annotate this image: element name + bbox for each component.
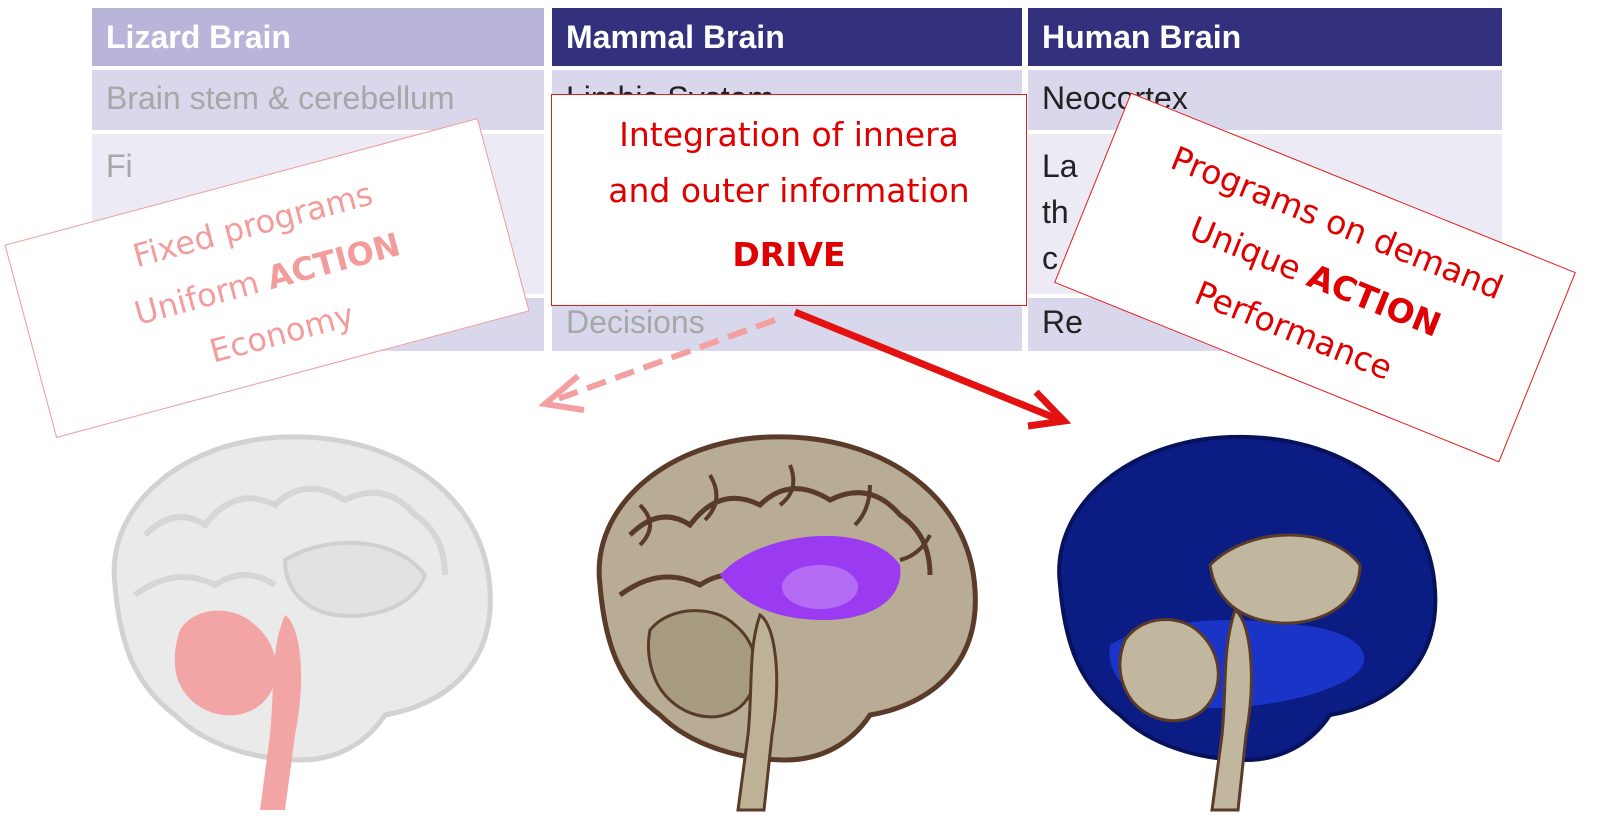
solid-arrow (793, 308, 1072, 430)
cell-human-row3: Re (1042, 304, 1083, 340)
cell-lizard-row1: Brain stem & cerebellum (106, 80, 455, 116)
header-lizard: Lizard Brain (92, 8, 544, 66)
col-divider-1 (544, 8, 552, 351)
mammal-box-line1: Integration of innera (619, 115, 959, 154)
dashed-arrow (538, 317, 777, 413)
mammal-box-line3: DRIVE (732, 235, 846, 274)
cell-lizard-row2: Fi (106, 148, 133, 184)
mammal-box: Integration of innera and outer informat… (551, 94, 1027, 306)
lizard-brain-image (111, 434, 493, 810)
human-brain-image (1057, 434, 1438, 812)
cell-human-row2-line1: La (1042, 148, 1078, 184)
header-mammal: Mammal Brain (552, 8, 1022, 66)
header-human: Human Brain (1028, 8, 1502, 66)
mammal-brain-image (596, 434, 978, 812)
cell-human-row2-line3: c (1042, 240, 1058, 276)
cell-mammal-row3: Decisions (566, 304, 705, 340)
cell-human-row2-line2: th (1042, 194, 1069, 230)
mammal-box-line2: and outer information (608, 171, 970, 210)
